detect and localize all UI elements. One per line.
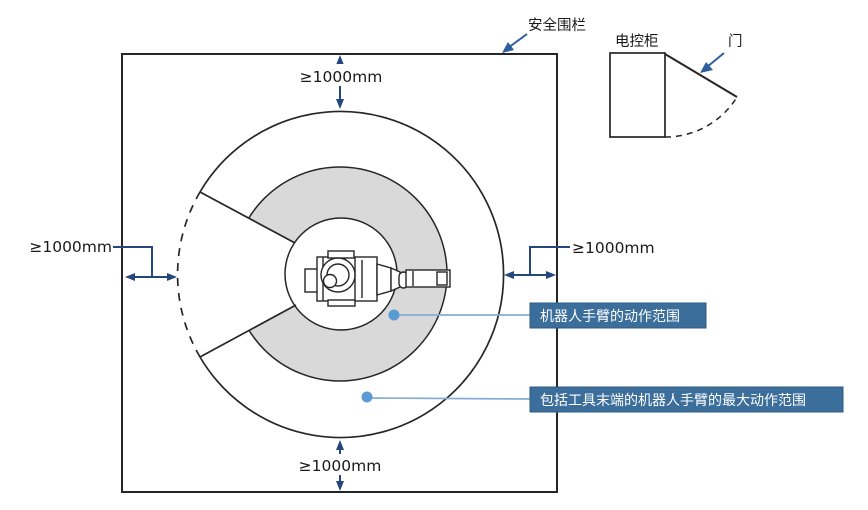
robot-top-tab: [327, 250, 355, 259]
arm-range-opening-wedge: [200, 192, 296, 357]
control-cabinet-label: 电控柜: [615, 33, 659, 50]
door-leaf-line: [664, 53, 738, 98]
callout-2-dot: [361, 391, 373, 403]
dimension-top-label: ≥1000mm: [300, 68, 383, 86]
robot-top-view: [304, 250, 451, 307]
safety-fence-label: 安全围栏: [528, 16, 586, 34]
callout-1-box: [529, 302, 707, 329]
dimension-left: [113, 246, 177, 281]
door-label: 门: [728, 33, 743, 50]
dimension-top-text-bg: [295, 64, 386, 86]
max-range-circle-dashed-arc: [176, 191, 201, 358]
dimension-left-label: ≥1000mm: [29, 238, 112, 256]
callout-1-dot: [388, 309, 400, 321]
robot-swivel-hub: [322, 273, 338, 289]
callout-1-label: 机器人手臂的动作范围: [540, 308, 680, 325]
dimension-bottom-text-bg: [294, 454, 386, 475]
robot-wrist-segment-1: [376, 263, 392, 296]
dimension-bottom-label: ≥1000mm: [299, 457, 382, 475]
callout-2-leader-line: [366, 397, 531, 400]
dimension-right: [504, 246, 570, 279]
wedge-upper-cut-line: [199, 191, 296, 244]
robot-left-flange: [304, 268, 319, 293]
dimension-right-label: ≥1000mm: [572, 239, 655, 257]
callout-2-label: 包括工具末端的机器人手臂的最大动作范围: [540, 392, 806, 409]
safety-fence-arrow: [502, 33, 528, 53]
wedge-lower-cut-line: [199, 304, 297, 358]
robot-bottom-tab: [327, 299, 356, 307]
max-range-circle-solid-arc: [199, 110, 505, 439]
door-swing-dashed-arc: [664, 96, 738, 138]
robot-tool-end-block: [436, 271, 448, 286]
callout-2-box: [529, 386, 844, 413]
control-cabinet-box: [609, 52, 666, 138]
door-arrow: [700, 52, 725, 73]
